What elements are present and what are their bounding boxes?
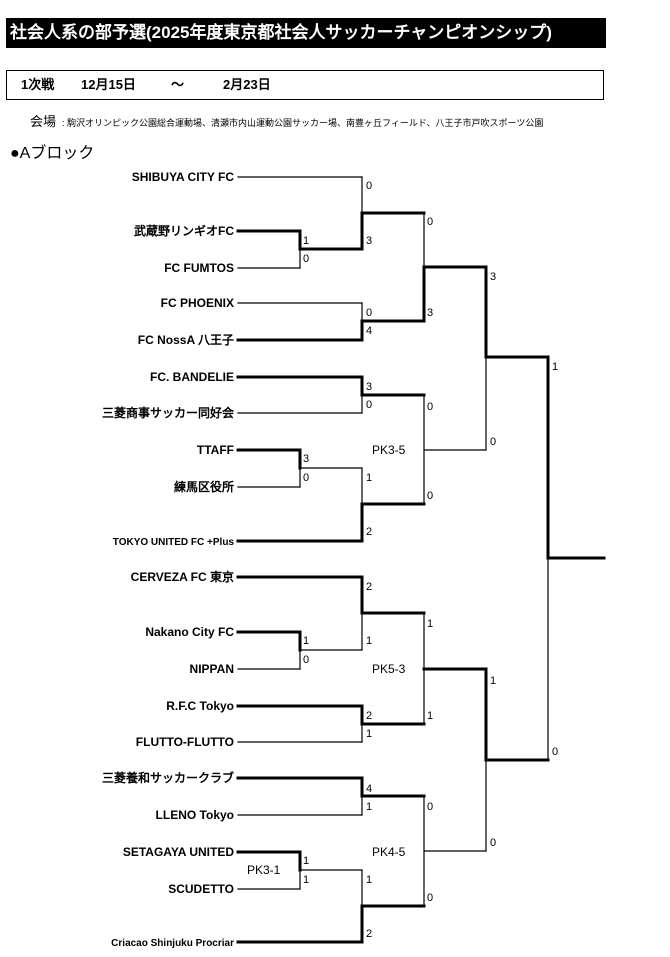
score: 0 <box>303 472 309 484</box>
score: 0 <box>303 654 309 666</box>
team-name: CERVEZA FC 東京 <box>131 569 234 584</box>
block-bullet: ● <box>10 145 20 162</box>
team-name: Criacao Shinjuku Procriar <box>111 938 234 949</box>
round-date-separator: ～ <box>171 77 185 92</box>
match-r3-third <box>422 612 488 725</box>
score: 1 <box>366 874 372 886</box>
score: 4 <box>366 783 372 795</box>
team-name: SHIBUYA CITY FC <box>132 170 235 184</box>
block-title: ●Aブロック <box>10 139 94 163</box>
team-name: 武蔵野リンギオFC <box>134 223 234 238</box>
venue-list: 駒沢オリンピック公園総合運動場、清瀬市内山運動公園サッカー場、南豊ヶ丘フィールド… <box>67 118 544 128</box>
venue-label: 会場 <box>30 114 57 129</box>
score: 2 <box>366 581 372 593</box>
score: 0 <box>427 216 433 228</box>
match-r3-second <box>423 394 487 505</box>
team-name: Nakano City FC <box>145 625 234 639</box>
team-name: TTAFF <box>197 443 234 457</box>
team-name: FLUTTO-FLUTTO <box>136 735 234 749</box>
match-bandelie-vs-shoji <box>360 375 426 414</box>
score: 1 <box>552 361 558 373</box>
match-r4-upper <box>484 265 550 451</box>
score: 1 <box>303 635 309 647</box>
score: 0 <box>366 399 372 411</box>
score: 0 <box>490 837 496 849</box>
match-musashino-fumtos <box>298 229 364 269</box>
score: 1 <box>366 472 372 484</box>
match-r4-lower <box>484 667 550 852</box>
match-phoenix-vs-nossa <box>360 302 426 342</box>
round-info-box: 1次戦 12月15日 ～ 2月23日 <box>6 70 604 100</box>
score: 1 <box>366 801 372 813</box>
score: 1 <box>303 874 309 886</box>
team-name: 練馬区役所 <box>174 479 234 494</box>
pk-label: PK3-1 <box>247 863 281 877</box>
score: 0 <box>366 180 372 192</box>
team-name: FC NossA 八王子 <box>138 333 234 347</box>
team-name: R.F.C Tokyo <box>166 699 234 713</box>
match-r3-top <box>422 212 488 323</box>
pk-label: PK4-5 <box>372 845 406 859</box>
score: 2 <box>366 710 372 722</box>
score: 4 <box>366 325 372 337</box>
score: 1 <box>427 618 433 630</box>
score: 2 <box>366 928 372 940</box>
score: 0 <box>427 801 433 813</box>
score: 1 <box>366 635 372 647</box>
pk-label: PK5-3 <box>372 662 406 676</box>
score: 0 <box>427 401 433 413</box>
score: 3 <box>427 307 433 319</box>
score: 3 <box>366 235 372 247</box>
score: 0 <box>552 746 558 758</box>
pk-label: PK3-5 <box>372 443 406 457</box>
score: 0 <box>366 307 372 319</box>
match-nakano-nippan <box>298 630 363 670</box>
venue-line: 会場: 駒沢オリンピック公園総合運動場、清瀬市内山運動公園サッカー場、南豊ヶ丘フ… <box>30 111 543 130</box>
team-name: 三菱養和サッカークラブ <box>102 770 234 785</box>
team-name: SCUDETTO <box>168 882 234 896</box>
match-block-final <box>546 355 606 761</box>
score: 0 <box>427 490 433 502</box>
score: 0 <box>303 253 309 265</box>
team-name: SETAGAYA UNITED <box>123 845 234 859</box>
match-yowa-vs-lleno <box>360 776 426 816</box>
score: 0 <box>427 892 433 904</box>
score: 2 <box>366 526 372 538</box>
round-start-date: 12月15日 <box>81 77 136 92</box>
match-ttaff-vs-tokyo-united <box>360 467 426 543</box>
score: 0 <box>490 436 496 448</box>
round-end-date: 2月23日 <box>223 77 271 92</box>
team-name: NIPPAN <box>190 662 234 676</box>
score: 1 <box>490 675 496 687</box>
team-name: FC PHOENIX <box>161 296 234 310</box>
match-setagaya-vs-criacao <box>360 869 426 944</box>
match-setagaya-scudetto <box>298 850 363 890</box>
round-label: 1次戦 <box>21 77 55 92</box>
score: 1 <box>303 235 309 247</box>
venue-colon: : <box>62 118 65 128</box>
score: 3 <box>366 381 372 393</box>
match-cerveza-vs-nakano <box>360 575 426 651</box>
team-name: FC FUMTOS <box>164 261 234 275</box>
match-r3-bottom <box>423 795 487 907</box>
page-title: 社会人系の部予選(2025年度東京都社会人サッカーチャンピオンシップ) <box>6 18 606 48</box>
team-name: FC. BANDELIE <box>150 370 234 384</box>
score: 1 <box>427 710 433 722</box>
block-name: Aブロック <box>19 145 95 162</box>
score: 1 <box>366 728 372 740</box>
score: 3 <box>490 271 496 283</box>
score: 3 <box>303 453 309 465</box>
match-ttaff-nerima <box>298 448 363 488</box>
match-shibuya-vs-musashino <box>360 176 426 251</box>
team-name: 三菱商事サッカー同好会 <box>102 405 235 420</box>
score: 1 <box>303 855 309 867</box>
team-name: TOKYO UNITED FC +Plus <box>113 537 235 548</box>
match-rfc-vs-flutto <box>360 704 426 743</box>
team-name: LLENO Tokyo <box>156 808 234 822</box>
